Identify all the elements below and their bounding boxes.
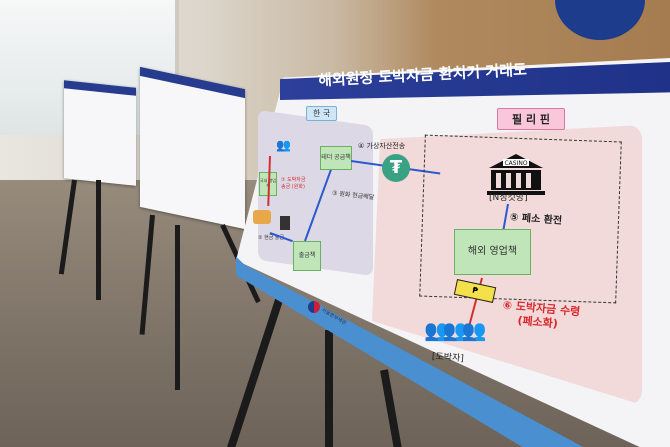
philippines-tag: 필 리 핀 (497, 108, 566, 130)
korea-tag: 한 국 (306, 106, 338, 121)
overseas-agent-box: 해외 영업책 (454, 229, 531, 275)
cash-icon (253, 210, 271, 224)
step1-label: ① 도박자금 송금 (원화) (281, 177, 306, 190)
atm-icon (280, 216, 290, 230)
gambler-label: [도박자] (431, 351, 465, 365)
casino-sign: CASINO (504, 160, 527, 167)
gamblers-icon: 👥👥👥 (424, 318, 487, 342)
casino-icon: CASINO (487, 154, 545, 195)
back-board-1 (64, 80, 136, 186)
back-board-2 (140, 66, 245, 230)
people-icon: 👥 (276, 138, 291, 152)
withdrawer-box: 출금책 (293, 241, 321, 271)
easel-leg (325, 330, 333, 447)
junket-label: [N정킷방] (489, 193, 528, 203)
easel-leg (175, 225, 180, 390)
easel-leg (96, 180, 101, 300)
step2-label: ② 현금 출금 (258, 235, 285, 241)
agency-logo (308, 301, 320, 313)
step4-label: ④ 가상자산전송 (358, 142, 406, 150)
tether-icon: ₮ (382, 154, 410, 182)
tether-supplier-box: 테더 공급책 (320, 146, 352, 170)
